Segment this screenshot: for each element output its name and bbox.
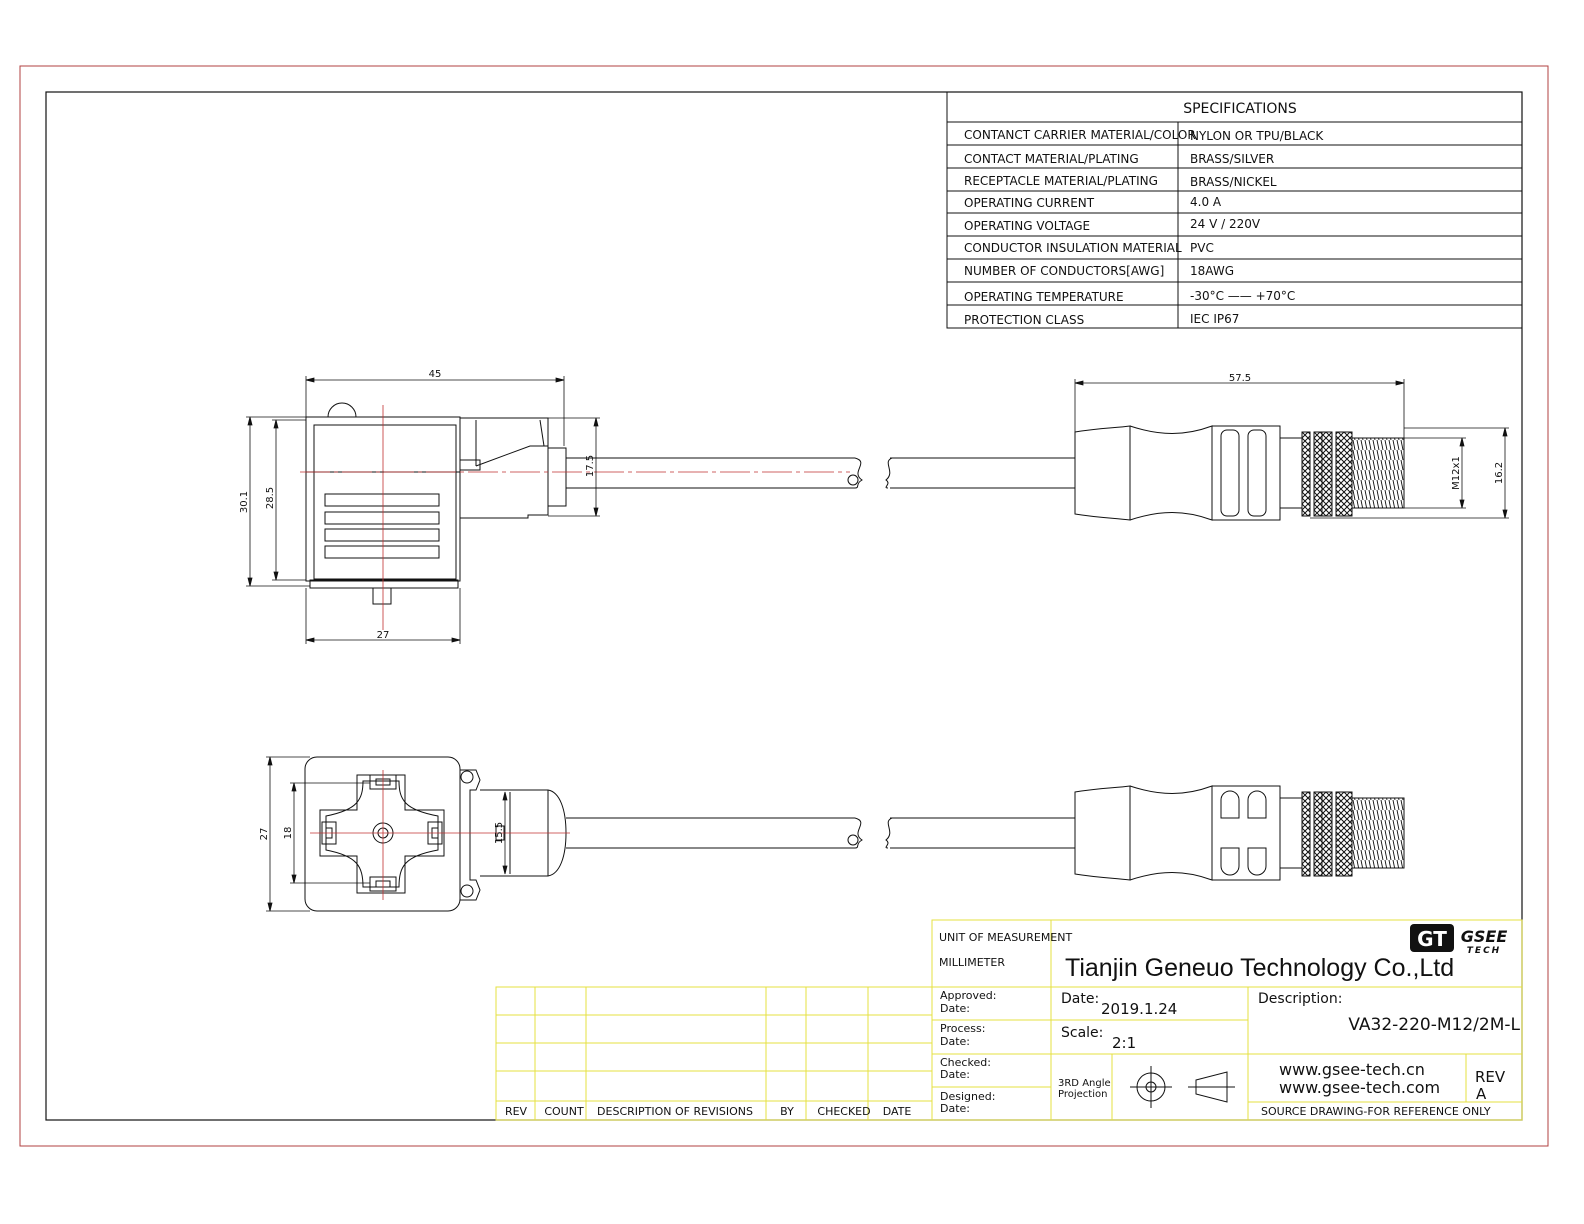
rev-header-count: COUNT	[544, 1105, 584, 1118]
scale-label: Scale:	[1061, 1025, 1103, 1041]
spec-label: CONTANCT CARRIER MATERIAL/COLOR	[964, 128, 1196, 142]
website-cn: www.gsee-tech.cn	[1279, 1060, 1425, 1079]
spec-label: CONDUCTOR INSULATION MATERIAL	[964, 241, 1182, 255]
rev-value: A	[1476, 1085, 1487, 1103]
website-com: www.gsee-tech.com	[1279, 1078, 1440, 1097]
spec-value: 4.0 A	[1190, 195, 1222, 209]
spec-value: NYLON OR TPU/BLACK	[1190, 129, 1324, 143]
revision-table	[495, 986, 933, 1121]
logo-sub: TECH	[1467, 946, 1501, 956]
specifications-title: SPECIFICATIONS	[1183, 101, 1297, 117]
scale-value: 2:1	[1112, 1034, 1136, 1052]
spec-value: BRASS/NICKEL	[1190, 175, 1277, 189]
dim-top-width: 45	[429, 369, 442, 380]
spec-value: 18AWG	[1190, 264, 1234, 278]
outer-border	[19, 65, 1549, 1147]
rev-header-description: DESCRIPTION OF REVISIONS	[597, 1105, 753, 1118]
date-value: 2019.1.24	[1101, 1000, 1177, 1018]
front-view-m12-connector	[1074, 785, 1405, 881]
rev-header-checked: CHECKED	[817, 1105, 870, 1118]
rev-label: REV	[1475, 1068, 1506, 1086]
dim-body-height: 28.5	[265, 487, 276, 509]
spec-label: OPERATING VOLTAGE	[964, 219, 1090, 233]
title-block	[931, 919, 1523, 1121]
designed-date-label: Date:	[940, 1102, 970, 1115]
dim-right-dia: 16.2	[1494, 462, 1505, 484]
third-angle-projection-symbol	[1130, 1066, 1235, 1108]
spec-label: NUMBER OF CONDUCTORS[AWG]	[964, 264, 1164, 278]
dim-thread: M12x1	[1451, 456, 1462, 490]
dim-front-height: 27	[259, 828, 270, 841]
approved-label: Approved:	[940, 989, 996, 1002]
process-label: Process:	[940, 1022, 985, 1035]
centerlines-side	[300, 405, 850, 630]
part-number: VA32-220-M12/2M-L	[1348, 1015, 1520, 1035]
company-name: Tianjin Geneuo Technology Co.,Ltd	[1065, 954, 1454, 982]
spec-label: OPERATING CURRENT	[964, 196, 1095, 210]
dimension-lines-front	[266, 756, 508, 912]
spec-value: IEC IP67	[1190, 312, 1239, 326]
dimension-lines-m12	[1074, 379, 1509, 519]
dimension-lines-side	[246, 376, 600, 644]
source-note: SOURCE DRAWING-FOR REFERENCE ONLY	[1261, 1105, 1491, 1118]
dim-cable-dia: 17.5	[585, 455, 596, 477]
dim-right-length: 57.5	[1229, 373, 1251, 384]
spec-value: BRASS/SILVER	[1190, 152, 1274, 166]
rev-header-by: BY	[780, 1105, 794, 1118]
spec-value: 24 V / 220V	[1190, 217, 1261, 231]
spec-value: -30°C —— +70°C	[1190, 289, 1295, 303]
approved-date-label: Date:	[940, 1002, 970, 1015]
spec-label: OPERATING TEMPERATURE	[964, 290, 1124, 304]
side-view-m12-connector	[1074, 425, 1405, 521]
dim-front-dia: 15.5	[494, 822, 505, 844]
spec-label: RECEPTACLE MATERIAL/PLATING	[964, 174, 1158, 188]
process-date-label: Date:	[940, 1035, 970, 1048]
logo-name: GSEE	[1461, 927, 1508, 946]
description-label: Description:	[1258, 991, 1342, 1007]
rev-header-rev: REV	[505, 1105, 528, 1118]
checked-date-label: Date:	[940, 1068, 970, 1081]
specifications-table	[946, 91, 1523, 329]
unit-label: UNIT OF MEASUREMENT	[939, 931, 1072, 944]
dim-pin-span: 18	[283, 827, 294, 840]
company-logo: GT GSEE TECH	[1410, 924, 1507, 956]
projection-line2: Projection	[1058, 1089, 1107, 1100]
side-view-angled-connector	[305, 402, 1075, 605]
date-label: Date:	[1061, 991, 1099, 1007]
dim-total-height: 30.1	[239, 491, 250, 513]
rev-header-date: DATE	[883, 1105, 912, 1118]
spec-label: PROTECTION CLASS	[964, 313, 1084, 327]
front-view-socket-face	[304, 756, 1075, 912]
centerlines-front	[310, 770, 570, 900]
logo-mark: GT	[1417, 927, 1447, 951]
dim-base-width: 27	[377, 630, 390, 641]
unit-value: MILLIMETER	[939, 956, 1005, 969]
spec-label: CONTACT MATERIAL/PLATING	[964, 152, 1139, 166]
designed-label: Designed:	[940, 1090, 995, 1103]
checked-label: Checked:	[940, 1056, 991, 1069]
projection-line1: 3RD Angle	[1058, 1078, 1111, 1089]
spec-value: PVC	[1190, 241, 1214, 255]
